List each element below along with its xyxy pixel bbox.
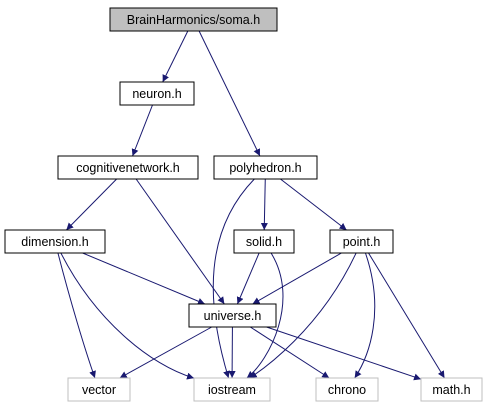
edge-dimension-to-vector xyxy=(57,252,96,379)
edge-neuron-to-cognitivenetwork xyxy=(131,104,153,157)
edge-point-to-chrono xyxy=(354,252,376,379)
node-cognitivenetwork-box xyxy=(57,155,199,180)
edge-solid-to-iostream xyxy=(246,252,284,379)
node-soma[interactable]: BrainHarmonics/soma.h xyxy=(109,7,278,32)
node-dimension-box xyxy=(4,229,106,254)
node-dimension[interactable]: dimension.h xyxy=(4,229,106,254)
edge-solid-to-universe xyxy=(236,252,260,305)
edge-dimension-to-universe xyxy=(82,252,206,305)
node-iostream-label: iostream xyxy=(208,383,256,397)
edge-soma-to-polyhedron xyxy=(198,30,261,157)
node-math: math.h xyxy=(420,377,483,402)
edge-dimension-to-iostream xyxy=(60,252,195,380)
node-neuron-box xyxy=(119,81,195,106)
edge-universe-to-chrono xyxy=(250,326,330,379)
node-vector-box xyxy=(67,377,131,402)
node-math-label: math.h xyxy=(432,383,470,397)
edge-cognitivenetwork-to-universe xyxy=(135,178,225,305)
edge-polyhedron-to-iostream xyxy=(212,178,255,379)
node-neuron-label: neuron.h xyxy=(132,87,181,101)
node-solid-box xyxy=(233,229,295,254)
node-vector: vector xyxy=(67,377,131,402)
node-polyhedron-label: polyhedron.h xyxy=(229,161,301,175)
node-iostream: iostream xyxy=(193,377,271,402)
edge-point-to-math xyxy=(368,252,445,379)
node-soma-box xyxy=(109,7,278,32)
node-cognitivenetwork-label: cognitivenetwork.h xyxy=(76,161,180,175)
node-math-box xyxy=(420,377,483,402)
node-dimension-label: dimension.h xyxy=(21,235,88,249)
node-soma-label: BrainHarmonics/soma.h xyxy=(127,13,260,27)
node-polyhedron[interactable]: polyhedron.h xyxy=(213,155,318,180)
edge-universe-to-vector xyxy=(119,326,212,379)
edge-universe-to-math xyxy=(266,326,422,381)
edge-soma-to-neuron xyxy=(162,30,189,83)
node-point-box xyxy=(329,229,394,254)
node-universe-box xyxy=(188,303,277,328)
node-universe-label: universe.h xyxy=(204,309,262,323)
edge-polyhedron-to-point xyxy=(280,178,347,231)
edge-point-to-universe xyxy=(252,252,342,305)
node-chrono: chrono xyxy=(315,377,379,402)
node-point[interactable]: point.h xyxy=(329,229,394,254)
edge-polyhedron-to-solid xyxy=(260,178,268,231)
node-polyhedron-box xyxy=(213,155,318,180)
node-vector-label: vector xyxy=(82,383,116,397)
node-point-label: point.h xyxy=(343,235,381,249)
node-solid-label: solid.h xyxy=(246,235,282,249)
node-iostream-box xyxy=(193,377,271,402)
node-chrono-box xyxy=(315,377,379,402)
node-cognitivenetwork[interactable]: cognitivenetwork.h xyxy=(57,155,199,180)
edges-layer xyxy=(57,30,445,381)
edge-cognitivenetwork-to-dimension xyxy=(65,178,118,231)
node-universe[interactable]: universe.h xyxy=(188,303,277,328)
node-neuron[interactable]: neuron.h xyxy=(119,81,195,106)
nodes-layer: BrainHarmonics/soma.h neuron.h cognitivene… xyxy=(4,7,483,402)
node-solid[interactable]: solid.h xyxy=(233,229,295,254)
edge-point-to-iostream xyxy=(249,252,357,379)
node-chrono-label: chrono xyxy=(328,383,366,397)
